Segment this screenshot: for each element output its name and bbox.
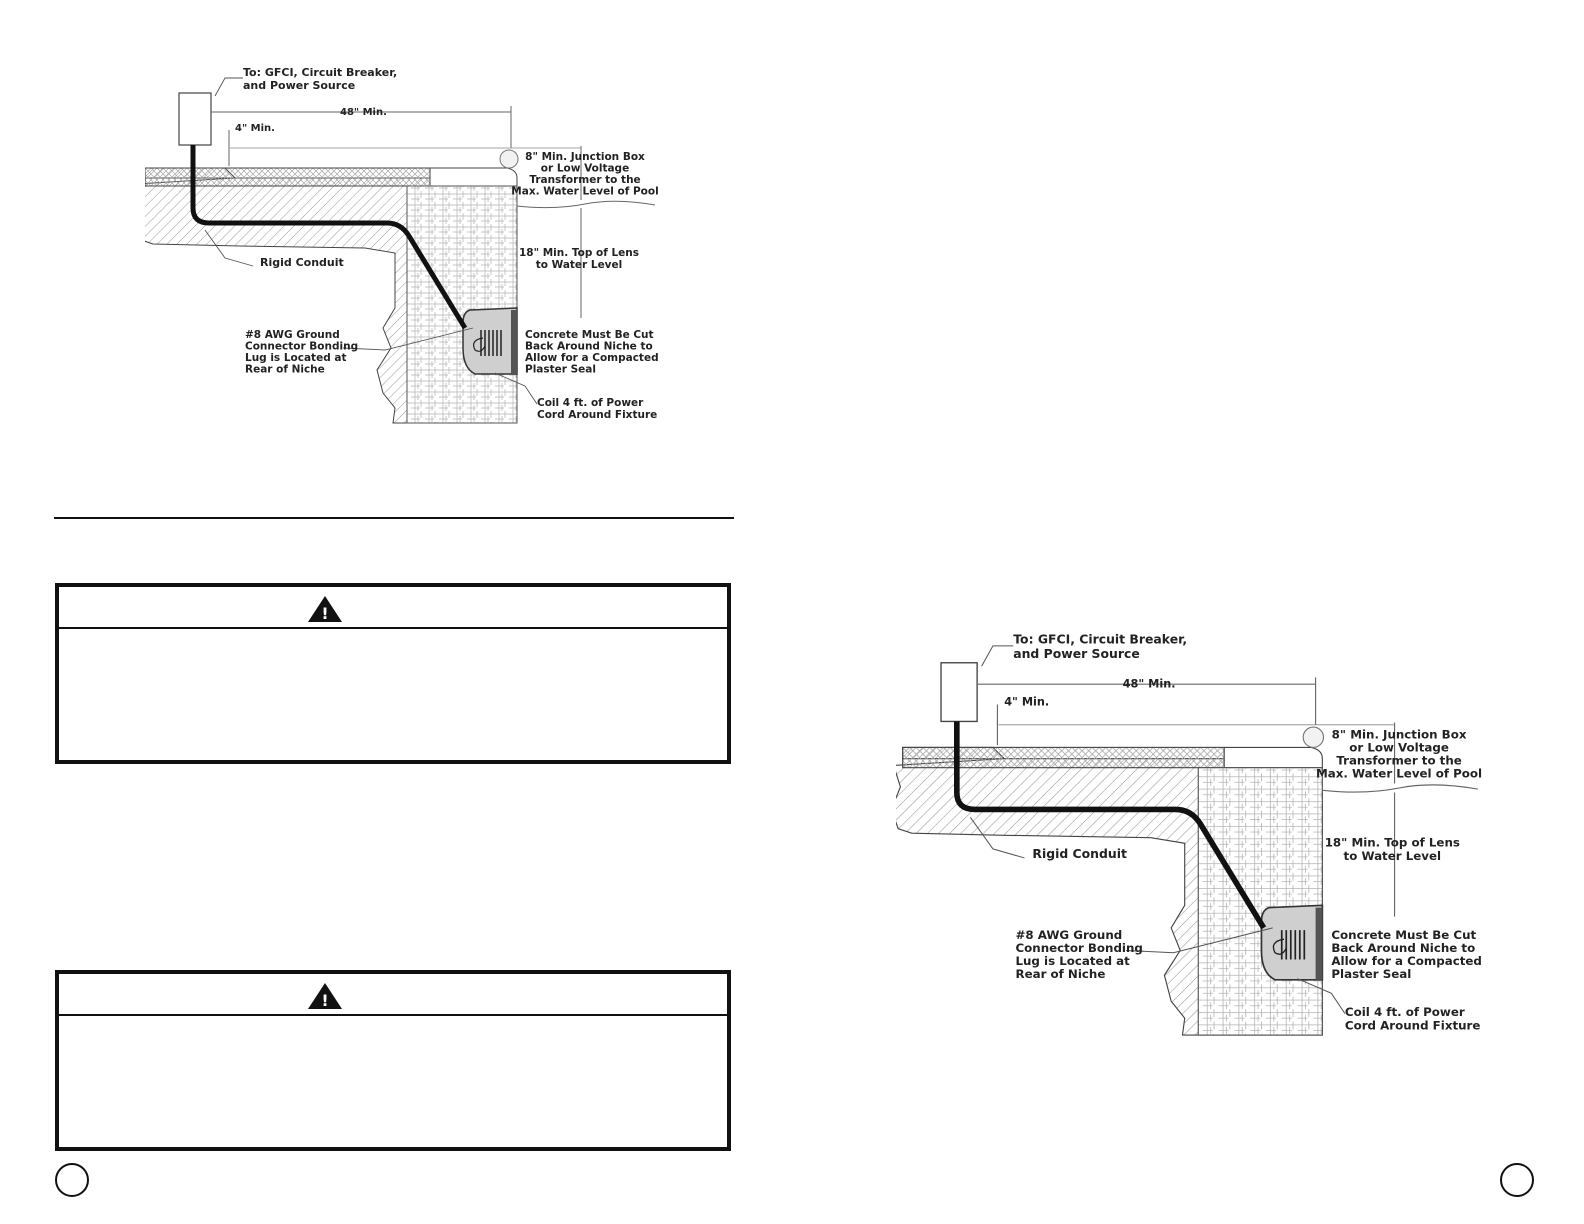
warning-header: ! xyxy=(59,974,727,1016)
power-source-label: To: GFCI, Circuit Breaker,and Power Sour… xyxy=(1013,632,1187,662)
section-divider xyxy=(54,517,734,519)
min-4-label: 4" Min. xyxy=(1004,696,1049,709)
svg-text:!: ! xyxy=(321,991,328,1010)
rigid-conduit-label: Rigid Conduit xyxy=(260,256,344,269)
page-number-circle-left xyxy=(55,1163,89,1197)
power-source-label: To: GFCI, Circuit Breaker,and Power Sour… xyxy=(243,66,397,92)
warning-triangle-icon: ! xyxy=(308,983,342,1010)
min-48-label: 48" Min. xyxy=(1123,678,1176,691)
min-48-label: 48" Min. xyxy=(340,107,387,118)
wiring-diagram-left: To: GFCI, Circuit Breaker,and Power Sour… xyxy=(145,66,659,438)
warning-header: ! xyxy=(59,587,727,629)
warning-box-1: ! xyxy=(55,583,731,764)
min-4-label: 4" Min. xyxy=(235,123,275,134)
warning-box-2: ! xyxy=(55,970,731,1151)
warning-triangle-icon: ! xyxy=(308,596,342,623)
svg-text:!: ! xyxy=(321,604,328,623)
wiring-diagram-right: To: GFCI, Circuit Breaker,and Power Sour… xyxy=(896,632,1482,1052)
page-number-circle-right xyxy=(1500,1163,1534,1197)
rigid-conduit-label: Rigid Conduit xyxy=(1032,846,1127,861)
